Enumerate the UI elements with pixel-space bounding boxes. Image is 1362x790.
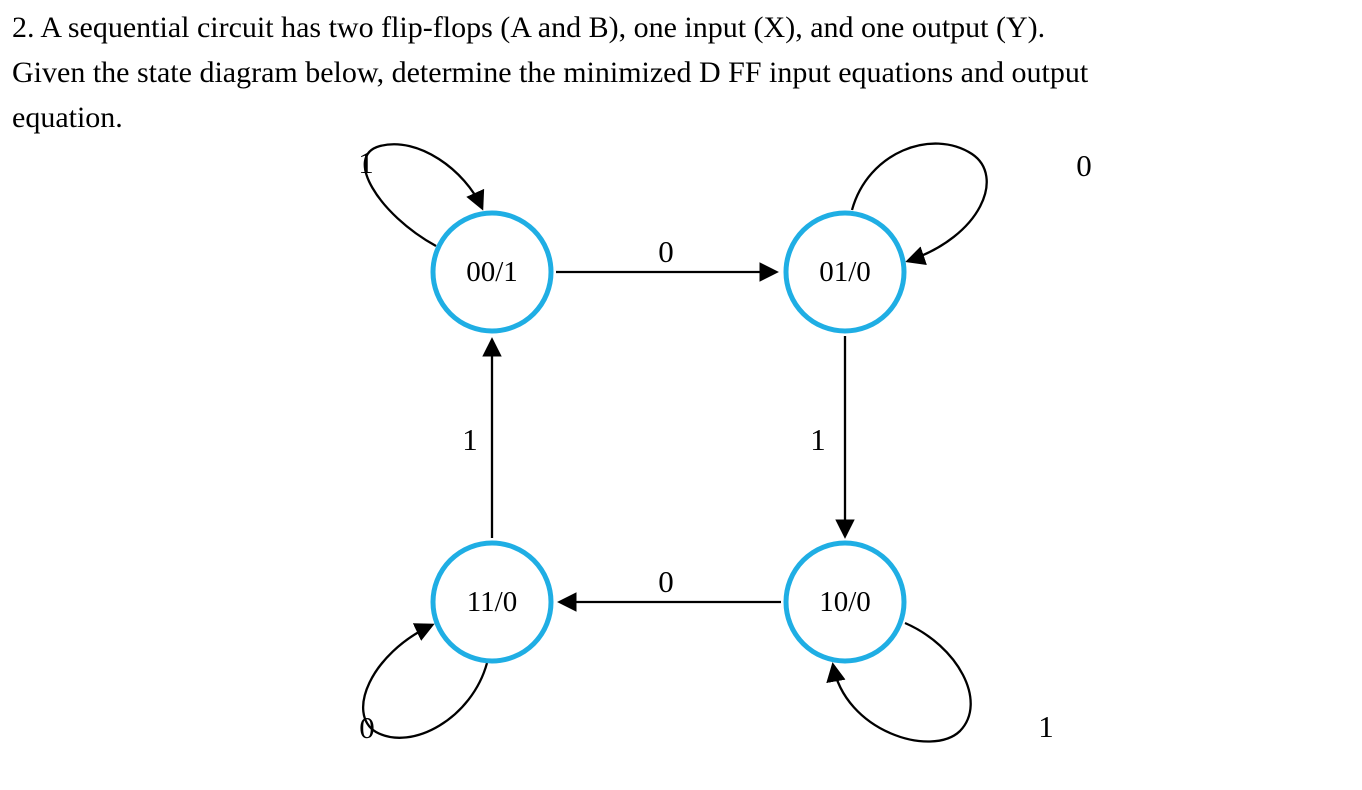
transition-label-10-11: 0 xyxy=(658,564,674,599)
problem-statement: 2. A sequential circuit has two flip-flo… xyxy=(0,0,1362,140)
transition-label-01-10: 1 xyxy=(810,422,826,457)
transition-label-10-10: 1 xyxy=(1038,709,1054,744)
problem-line-2: Given the state diagram below, determine… xyxy=(12,56,1089,89)
problem-line-3: equation. xyxy=(12,101,123,134)
state-node-01 xyxy=(783,210,907,334)
state-diagram-svg: 1 0 0 1 0 1 0 1 00/1 xyxy=(358,142,1092,745)
transition-label-11-00: 1 xyxy=(462,422,478,457)
state-node-10 xyxy=(783,540,907,664)
transition-label-00-01: 0 xyxy=(658,234,674,269)
state-label-00: 00/1 xyxy=(466,256,518,288)
state-label-11: 11/0 xyxy=(467,586,517,618)
transition-label-00-00: 1 xyxy=(358,145,374,180)
state-node-11 xyxy=(430,540,554,664)
transition-label-01-01: 0 xyxy=(1076,148,1092,183)
state-label-10: 10/0 xyxy=(819,586,871,618)
state-diagram: 1 0 0 1 0 1 0 1 00/1 xyxy=(0,140,1362,790)
state-node-00 xyxy=(430,210,554,334)
problem-line-1: 2. A sequential circuit has two flip-flo… xyxy=(12,11,1046,44)
self-loop-arrow-10 xyxy=(826,621,972,743)
transition-label-11-11: 0 xyxy=(359,710,375,745)
self-loop-arrow-00 xyxy=(363,143,485,248)
state-label-01: 01/0 xyxy=(819,256,871,288)
self-loop-arrow-11 xyxy=(362,623,489,739)
self-loop-arrow-01 xyxy=(850,142,988,265)
